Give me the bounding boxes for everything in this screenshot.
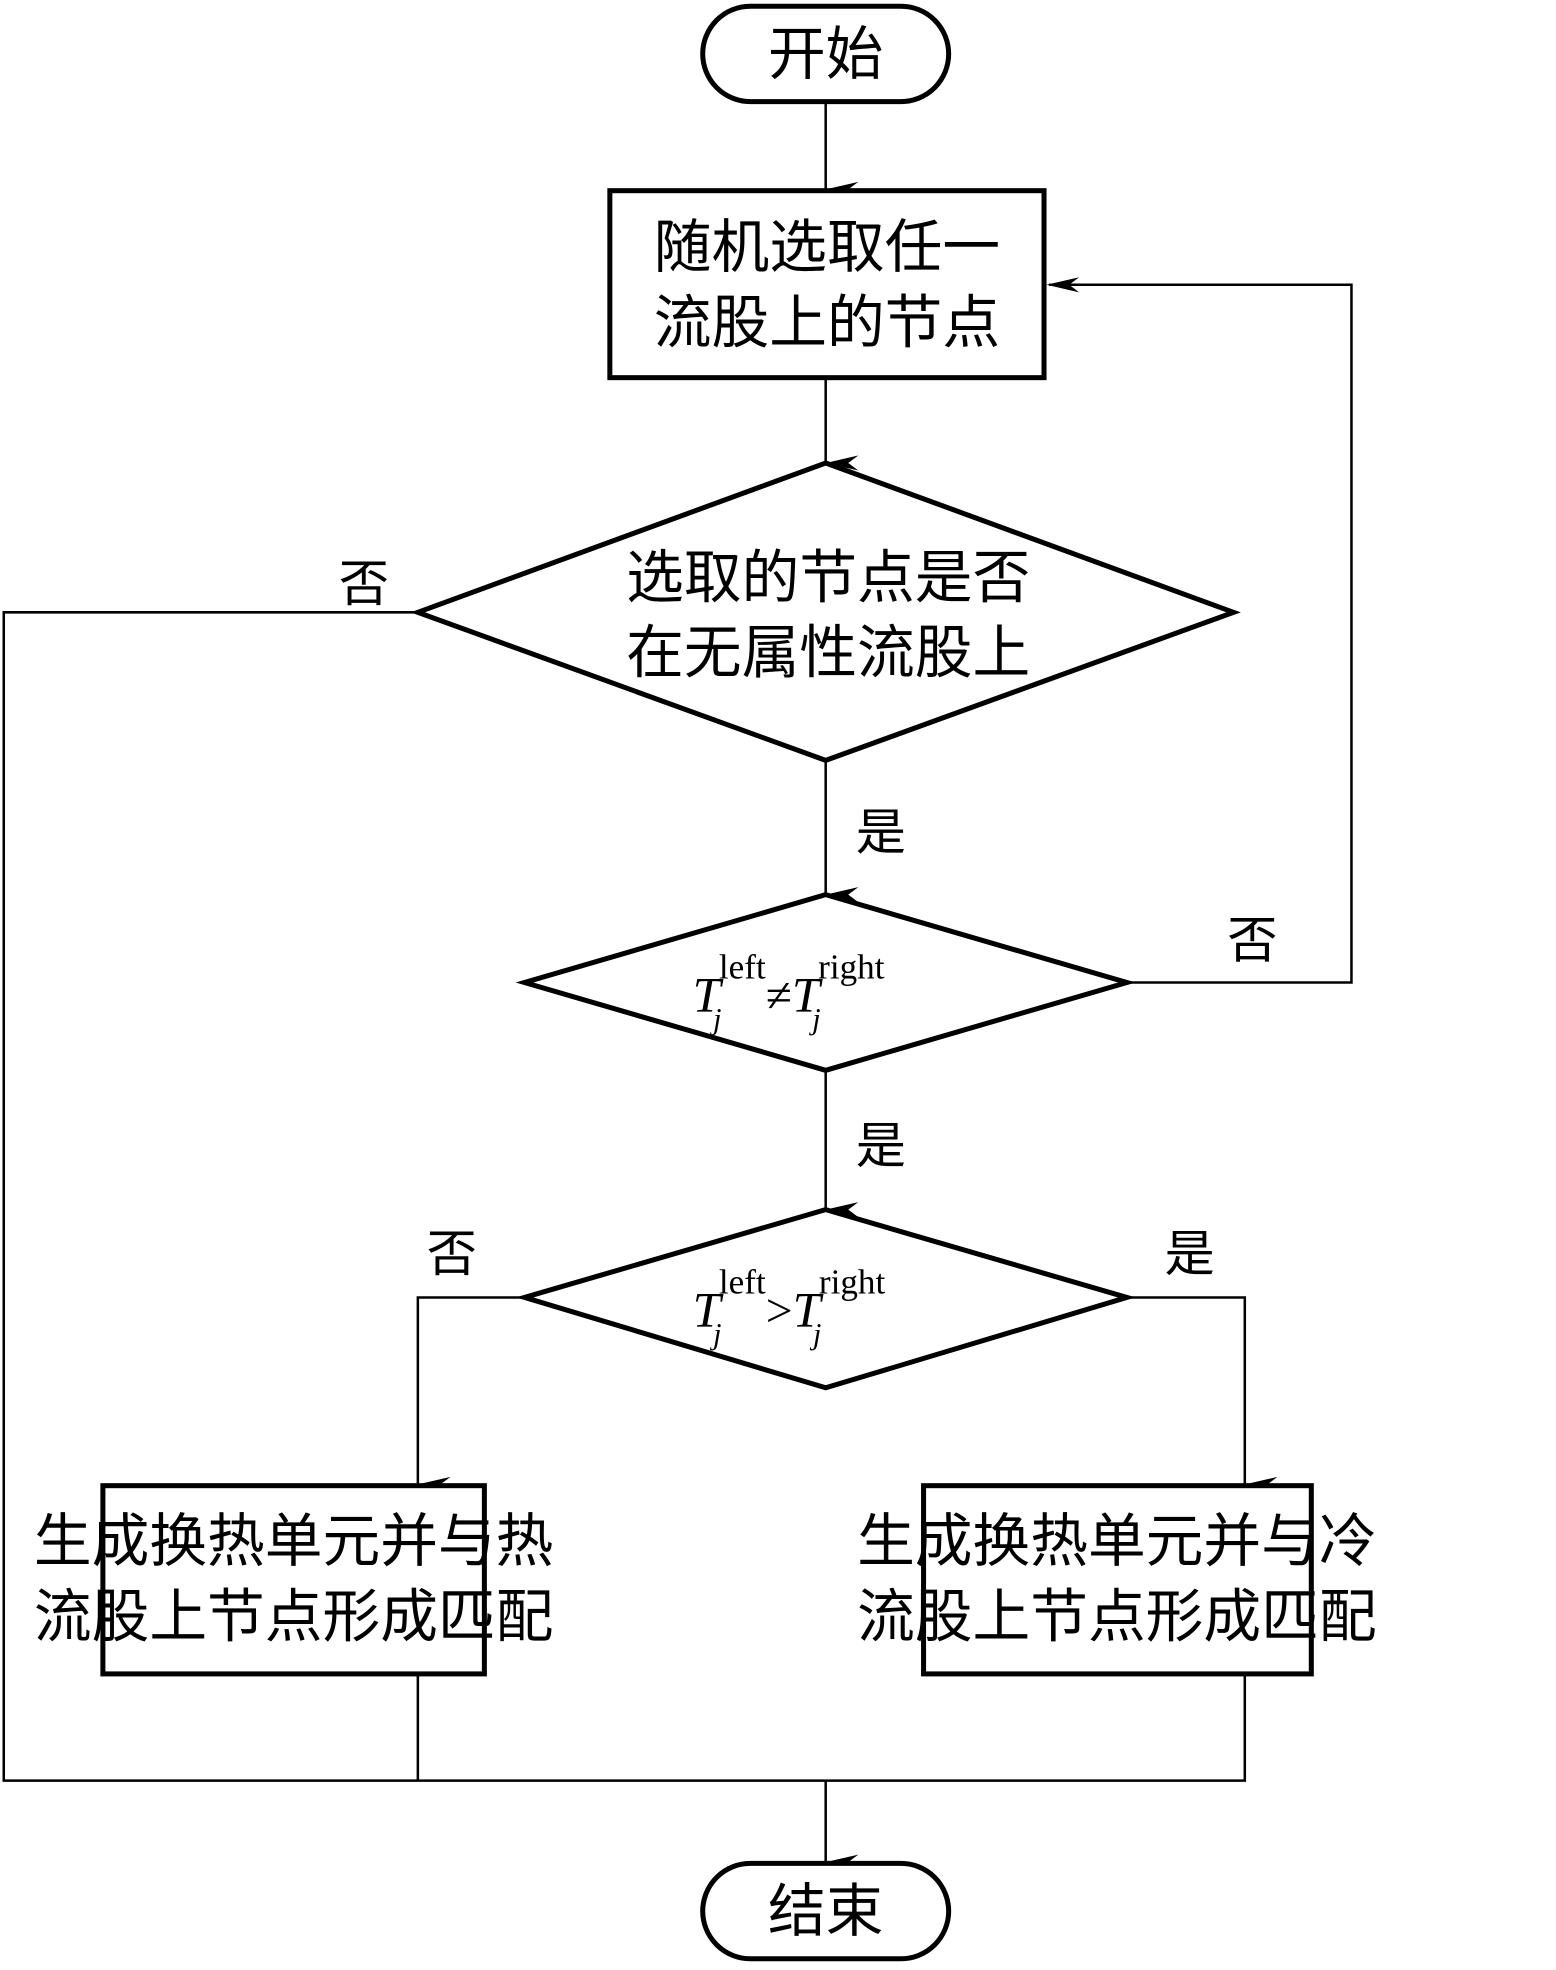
decision2-formula: Tjleft≠Tjright <box>693 948 885 1036</box>
decision1-yes-label: 是 <box>856 802 906 861</box>
decision-unattributed-stream: 选取的节点是否 在无属性流股上 <box>410 460 1241 764</box>
cold-match-line2: 流股上节点形成匹配 <box>857 1582 1376 1650</box>
decision1-no-label: 否 <box>339 554 389 613</box>
hot-match-line1: 生成换热单元并与热 <box>34 1507 553 1575</box>
hot-stream-match-process: 生成换热单元并与热 流股上节点形成匹配 <box>34 1483 553 1677</box>
decision-left-greater-right: Tjleft>Tjright <box>515 1207 1136 1391</box>
edge-decision2-no-loop <box>1049 283 1353 984</box>
edge-cold-to-merge <box>825 1673 1247 1782</box>
decision3-no-label: 否 <box>427 1224 477 1283</box>
cold-stream-match-process: 生成换热单元并与冷 流股上节点形成匹配 <box>857 1483 1377 1677</box>
decision1-line1: 选取的节点是否 <box>626 543 1030 611</box>
edge-decision1-no <box>2 611 826 1782</box>
start-label: 开始 <box>768 20 883 88</box>
decision2-no-label: 否 <box>1227 910 1277 969</box>
decision-temperature-unequal: Tjleft≠Tjright <box>515 892 1136 1073</box>
decision2-yes-label: 是 <box>856 1116 906 1175</box>
decision3-formula: Tjleft>Tjright <box>693 1263 886 1351</box>
end-terminal: 结束 <box>700 1860 952 1962</box>
edge-decision3-no <box>416 1296 525 1492</box>
cold-match-line1: 生成换热单元并与冷 <box>857 1507 1376 1575</box>
decision1-line2: 在无属性流股上 <box>626 619 1030 687</box>
start-terminal: 开始 <box>700 3 952 105</box>
hot-match-line2: 流股上节点形成匹配 <box>34 1582 553 1650</box>
decision3-yes-label: 是 <box>1164 1224 1214 1283</box>
select-line1: 随机选取任一 <box>654 213 1000 281</box>
edge-decision3-yes <box>1126 1296 1278 1492</box>
end-label: 结束 <box>768 1877 883 1945</box>
select-node-process: 随机选取任一 流股上的节点 <box>607 188 1047 381</box>
select-line2: 流股上的节点 <box>654 289 1000 357</box>
connectors <box>2 101 1353 1870</box>
